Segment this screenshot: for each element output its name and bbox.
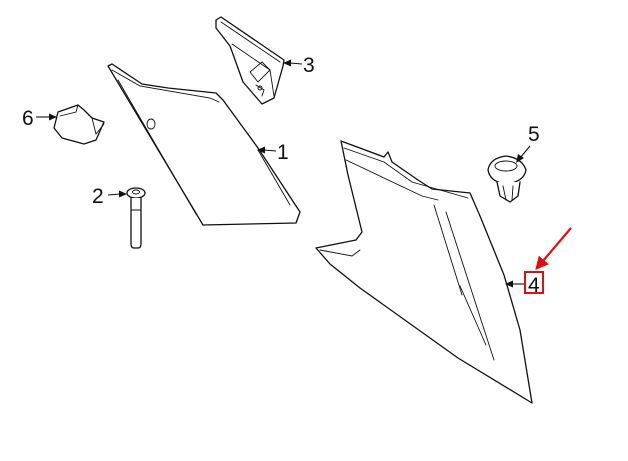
- callout-6: 6: [22, 107, 34, 130]
- highlight-part-4: [524, 227, 572, 294]
- highlight-arrow: [535, 227, 572, 271]
- callout-labels: 1 2 3 4 5 6: [22, 54, 540, 297]
- callout-3: 3: [303, 54, 315, 77]
- part-2-bolt: [126, 187, 146, 249]
- part-6-cap: [53, 104, 105, 145]
- part-1-trim-panel: [107, 63, 301, 226]
- callout-2: 2: [92, 185, 104, 208]
- part-4-trim-panel: [315, 140, 533, 404]
- part-5-clip: [487, 155, 527, 203]
- callout-4: 4: [528, 274, 540, 297]
- callout-5: 5: [528, 123, 540, 146]
- highlight-box: [524, 271, 544, 294]
- callout-1: 1: [277, 141, 289, 164]
- leader-lines: [36, 59, 531, 288]
- part-3-bracket: [215, 16, 285, 105]
